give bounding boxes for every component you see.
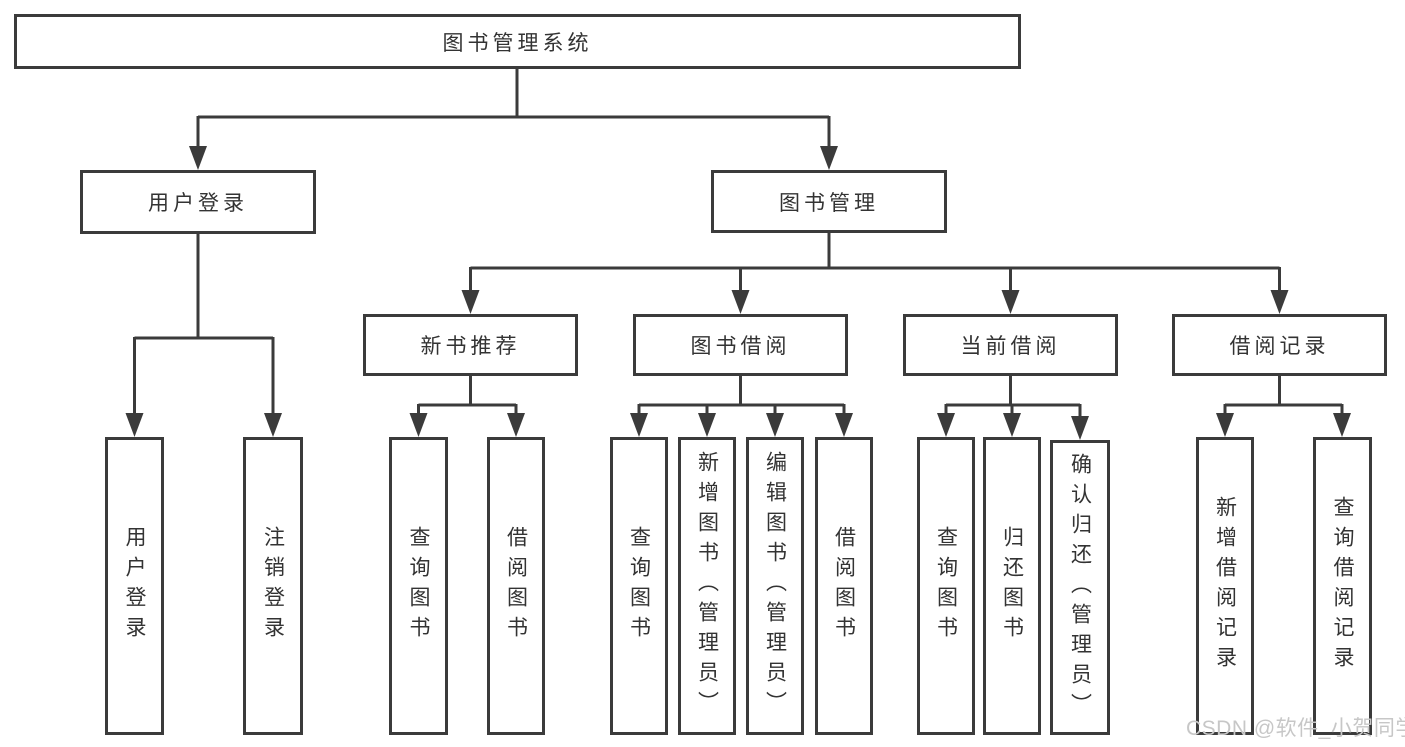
connector-borrow-records-children — [1223, 375, 1344, 426]
leaf-query-borrow-record: 查询借阅记录 — [1313, 437, 1372, 735]
node-current-borrow: 当前借阅 — [903, 314, 1118, 376]
connector-book-borrow-children — [637, 375, 846, 426]
leaf-user-login: 用户登录 — [105, 437, 164, 735]
node-book-borrow: 图书借阅 — [633, 314, 848, 376]
leaf-query-books-borrow: 查询图书 — [610, 437, 668, 735]
connector-book-mgmt-children — [469, 233, 1281, 303]
leaf-add-borrow-record: 新增借阅记录 — [1196, 437, 1254, 735]
leaf-query-books-recommend: 查询图书 — [389, 437, 448, 735]
arrowheads — [125, 146, 1351, 440]
leaf-confirm-return-admin: 确认归还（管理员） — [1050, 440, 1110, 735]
leaf-borrow-books: 借阅图书 — [815, 437, 873, 735]
node-borrow-records: 借阅记录 — [1172, 314, 1387, 376]
leaf-borrow-books-recommend: 借阅图书 — [487, 437, 545, 735]
node-book-management: 图书管理 — [711, 170, 947, 233]
leaf-return-books: 归还图书 — [983, 437, 1041, 735]
csdn-watermark: CSDN @软件_小贺同学 — [1186, 717, 1405, 740]
connector-user-login-children — [133, 233, 275, 426]
leaf-logout: 注销登录 — [243, 437, 303, 735]
node-user-login: 用户登录 — [80, 170, 316, 234]
leaf-add-books-admin: 新增图书（管理员） — [678, 437, 736, 735]
leaf-query-books-current: 查询图书 — [917, 437, 975, 735]
connector-root-to-level2 — [196, 68, 831, 157]
node-library-management-system: 图书管理系统 — [14, 14, 1021, 69]
leaf-edit-books-admin: 编辑图书（管理员） — [746, 437, 804, 735]
node-new-book-recommend: 新书推荐 — [363, 314, 578, 376]
connector-new-books-children — [417, 375, 518, 426]
